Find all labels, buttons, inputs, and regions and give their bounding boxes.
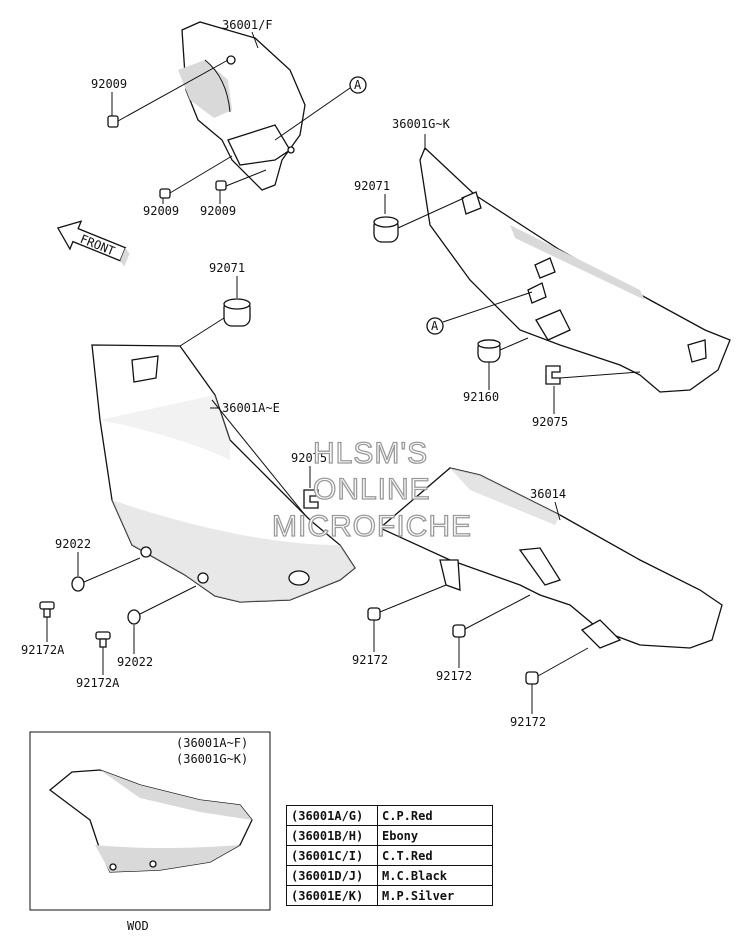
table-cell-code: (36001E/K) — [286, 885, 378, 906]
chain-cover-36014 — [378, 467, 723, 649]
label-36014: 36014 — [530, 487, 566, 501]
table-row: (36001C/I) C.T.Red — [286, 845, 493, 866]
label-92160: 92160 — [463, 390, 499, 404]
table-cell-code: (36001A/G) — [286, 805, 378, 826]
bolt-92172-c — [525, 647, 589, 685]
clip-92075-a — [545, 365, 641, 385]
screw-92009-b — [159, 155, 233, 199]
callout-a2: A — [431, 319, 439, 333]
table-row: (36001A/G) C.P.Red — [286, 805, 493, 826]
table-cell-color: C.T.Red — [377, 845, 493, 866]
inset-range-1: (36001A~F) — [176, 736, 248, 750]
label-92022-a: 92022 — [55, 537, 91, 551]
grommet-92071-a — [179, 298, 251, 347]
table-cell-code: (36001B/H) — [286, 825, 378, 846]
callout-a1: A — [354, 78, 362, 92]
sprocket-cover-36001F — [178, 21, 306, 191]
watermark-line-2: ONLINE — [313, 473, 431, 506]
bolt-92172A-b — [95, 631, 111, 648]
label-92172-c: 92172 — [510, 715, 546, 729]
table-cell-color: Ebony — [377, 825, 493, 846]
screw-92009-a — [107, 59, 229, 128]
inset-range-2: (36001G~K) — [176, 752, 248, 766]
label-92071-b: 92071 — [354, 179, 390, 193]
label-92022-b: 92022 — [117, 655, 153, 669]
label-92009-a: 92009 — [91, 77, 127, 91]
callout-a2-circle — [426, 317, 444, 335]
label-36001F: 36001/F — [222, 18, 273, 32]
front-direction-arrow: FRONT — [56, 220, 130, 267]
inset-box: (36001A~F) (36001G~K) — [29, 731, 271, 911]
side-cover-left-36001AE — [91, 344, 356, 603]
bolt-92172-a — [367, 584, 447, 621]
label-92009-c: 92009 — [200, 204, 236, 218]
screw-92009-c — [215, 169, 267, 191]
grommet-92160 — [477, 337, 529, 363]
grommet-92071-b — [373, 197, 465, 243]
label-92075-a: 92075 — [532, 415, 568, 429]
bolt-92172A-a — [39, 601, 55, 618]
washer-92022-b — [127, 585, 197, 625]
label-92172A-a: 92172A — [21, 643, 65, 657]
inset-caption: WOD — [127, 919, 149, 933]
watermark-line-1: HLSM'S — [313, 437, 428, 470]
table-cell-code: (36001C/I) — [286, 845, 378, 866]
table-row: (36001B/H) Ebony — [286, 825, 493, 846]
label-92071-a: 92071 — [209, 261, 245, 275]
table-cell-color: M.C.Black — [377, 865, 493, 886]
color-code-table: (36001A/G) C.P.Red (36001B/H) Ebony (360… — [286, 805, 493, 906]
label-92075-b: 92075 — [291, 451, 327, 465]
table-cell-color: C.P.Red — [377, 805, 493, 826]
leader-callout-a2 — [442, 291, 533, 323]
label-36001GK: 36001G~K — [392, 117, 451, 131]
table-row: (36001E/K) M.P.Silver — [286, 885, 493, 906]
washer-92022-a — [71, 557, 141, 592]
bolt-92172-b — [452, 594, 531, 638]
table-row: (36001D/J) M.C.Black — [286, 865, 493, 886]
clip-92075-b — [303, 489, 319, 509]
label-92009-b: 92009 — [143, 204, 179, 218]
callout-a1-circle — [349, 76, 367, 94]
side-cover-right-36001GK — [419, 146, 731, 393]
label-92172-b: 92172 — [436, 669, 472, 683]
leader-callout-a1 — [274, 87, 351, 141]
label-92172A-b: 92172A — [76, 676, 120, 690]
watermark: HLSM'S ONLINE MICROFICHE — [271, 436, 472, 543]
table-cell-code: (36001D/J) — [286, 865, 378, 886]
table-cell-color: M.P.Silver — [377, 885, 493, 906]
label-36001AE: 36001A~E — [222, 401, 280, 415]
watermark-line-3: MICROFICHE — [272, 510, 472, 543]
label-92172-a: 92172 — [352, 653, 388, 667]
